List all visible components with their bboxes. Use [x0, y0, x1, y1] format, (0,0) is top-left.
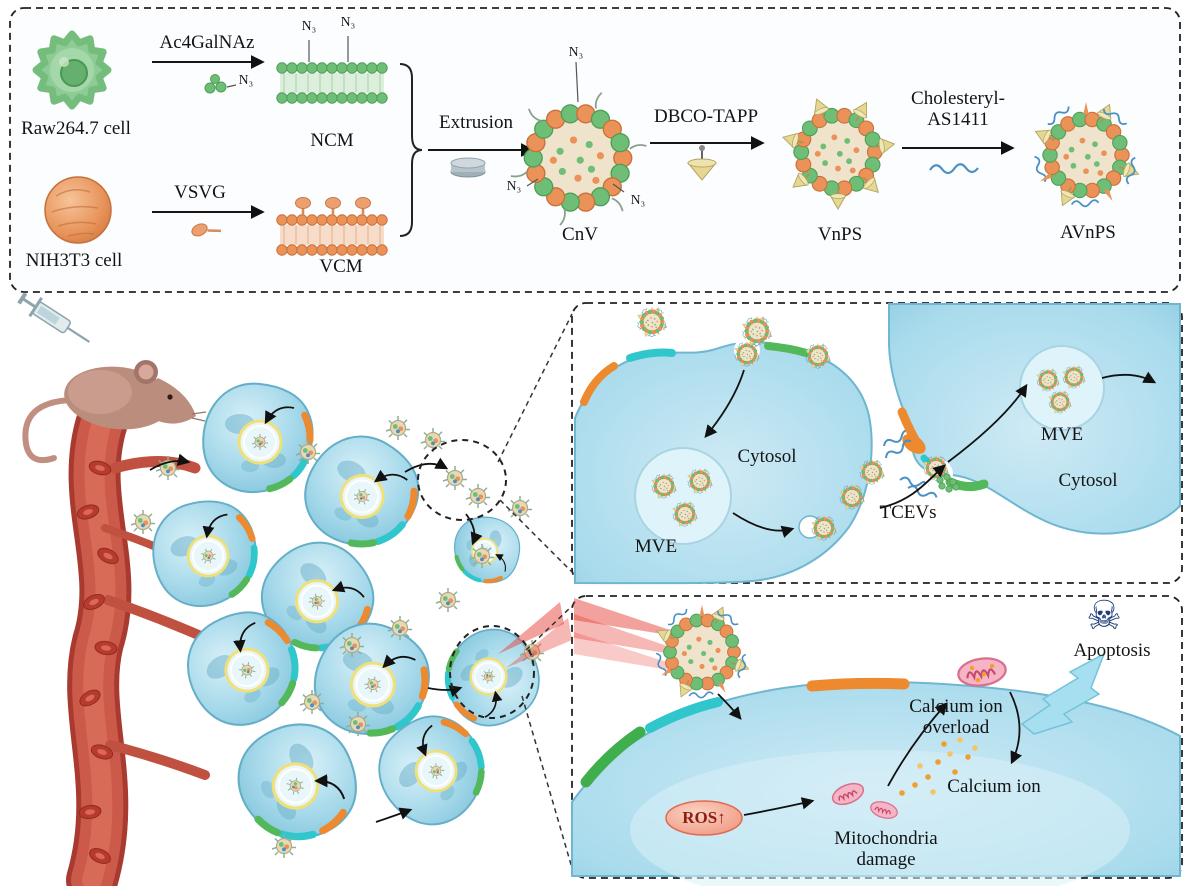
cnv-azide-label: N₃ — [506, 178, 522, 193]
blood-vessel — [66, 396, 215, 886]
cnv-nanoparticle — [510, 92, 647, 226]
tumor-cell — [427, 613, 557, 743]
synthesis-arrows — [152, 55, 1015, 219]
vcm-label: VCM — [319, 256, 363, 277]
ncm-azide-label: N₃ — [301, 18, 317, 33]
recipient-cell-left — [574, 341, 873, 585]
incoming-vesicle — [742, 316, 773, 347]
scattered-vesicles — [130, 415, 545, 859]
cytosol-left-label: Cytosol — [737, 446, 797, 467]
apoptosis-burst — [1020, 652, 1106, 735]
mitochondria-damage-label: Mitochondria damage — [834, 828, 938, 871]
laser-beams-outer — [498, 602, 572, 668]
laser-beam — [574, 614, 708, 660]
tcev-vesicle — [859, 459, 886, 485]
cytosol-right-label: Cytosol — [1058, 470, 1118, 491]
vcm-membrane-illustration — [276, 197, 388, 256]
tumor-cell — [203, 384, 312, 492]
tumor-cell-cluster — [138, 384, 557, 860]
tumor-cell — [304, 612, 440, 748]
vnps-nanoparticle — [780, 95, 897, 210]
azide-reagent-icon — [204, 74, 237, 94]
cnv-azide-label: N₃ — [568, 44, 584, 59]
ncm-azide-label: N₃ — [340, 14, 356, 29]
azide-bead-cluster — [936, 473, 960, 493]
extruder-icon — [450, 157, 486, 178]
avnps-nanoparticle — [1032, 101, 1141, 208]
avnps-particle-mechanism — [654, 604, 750, 699]
red-blood-cells — [75, 458, 122, 867]
endocytic-cup — [734, 337, 760, 363]
fusion-mouth — [923, 459, 953, 489]
tumor-cell — [220, 704, 376, 860]
nih-cell-illustration — [44, 176, 112, 244]
tumor-cell — [243, 522, 393, 672]
ncm-label: NCM — [310, 130, 354, 151]
recipient-cell-right — [888, 303, 1181, 535]
incoming-vesicle — [637, 307, 668, 338]
zoom-ellipse-mechanism — [449, 625, 535, 719]
tcevs-label: TCEVs — [879, 502, 937, 523]
skull-icon: ☠ — [1086, 593, 1122, 638]
mve-right-label: MVE — [1040, 424, 1084, 445]
mouse-illustration — [22, 360, 207, 464]
laser-beam — [574, 632, 716, 678]
cnv-label: CnV — [562, 224, 598, 245]
ros-label: ROS↑ — [682, 808, 726, 827]
cnv-azide-label: N₃ — [630, 192, 646, 207]
ncm-membrane-illustration — [276, 36, 388, 104]
raw-cell-label: Raw264.7 cell — [21, 118, 131, 139]
tumor-cell — [138, 487, 271, 619]
nih-cell-label: NIH3T3 cell — [25, 250, 123, 271]
extrusion-label: Extrusion — [439, 112, 513, 133]
calcium-ion-label: Calcium ion — [947, 776, 1041, 797]
syringe-icon — [17, 292, 90, 343]
apoptosis-label: Apoptosis — [1073, 640, 1151, 661]
zoom-ellipse-uptake — [417, 439, 507, 521]
synthesis-panel-art — [32, 30, 1141, 256]
mve-right-vesicle — [1019, 345, 1105, 431]
dbco-tapp-icon — [686, 145, 718, 181]
azide-reagent-label: N₃ — [238, 72, 254, 87]
tcev-vesicle — [839, 484, 866, 510]
tumor-cell — [167, 592, 319, 744]
left-scene-arrows — [149, 453, 483, 823]
ac4galnaz-label: Ac4GalNAz — [159, 32, 255, 53]
damaged-mitochondrion — [828, 778, 868, 810]
tumor-cell — [359, 697, 505, 843]
cholesteryl-as1411-label: Cholesteryl-AS1411 — [911, 88, 1005, 131]
laser-beam — [574, 598, 700, 640]
mve-left-vesicle — [634, 447, 732, 545]
vsvg-label: VSVG — [174, 182, 226, 203]
incoming-vesicle — [805, 343, 832, 369]
zoom-connector-lines — [497, 313, 573, 869]
exosome-budding-site — [798, 515, 822, 539]
cnv-azide-pointers — [526, 61, 625, 193]
dbco-tapp-label: DBCO-TAPP — [653, 106, 759, 127]
vsvg-proteins-on-membrane — [295, 197, 371, 215]
aptamer-squiggle-icon — [929, 163, 979, 175]
avnps-label: AVnPS — [1060, 222, 1116, 243]
tumor-cell — [290, 420, 435, 564]
raw-cell-illustration — [32, 30, 112, 110]
mve-left-label: MVE — [634, 536, 678, 557]
brace — [399, 63, 423, 237]
calcium-overload-label: Calcium ion overload — [909, 696, 1003, 739]
tumor-cell — [455, 517, 520, 583]
vnps-label: VnPS — [817, 224, 863, 245]
damaged-mitochondrion — [868, 798, 900, 822]
vsvg-protein-icon — [191, 223, 222, 237]
overloaded-mitochondrion — [955, 654, 1009, 690]
